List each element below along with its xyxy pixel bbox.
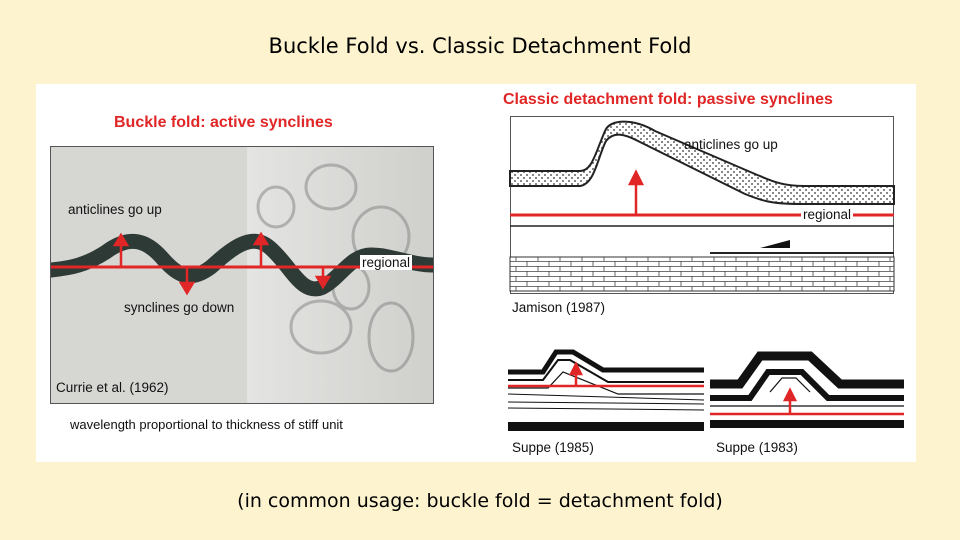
left-synclines-label: synclines go down: [124, 300, 235, 315]
left-note: wavelength proportional to thickness of …: [70, 417, 343, 432]
detachment-fold-diagram: [509, 116, 895, 294]
suppe-1983-diagram: [710, 344, 904, 434]
left-regional-label: regional: [360, 255, 413, 270]
left-anticlines-label: anticlines go up: [68, 202, 162, 217]
right-regional-label: regional: [801, 207, 854, 222]
detachment-fold-heading: Classic detachment fold: passive synclin…: [503, 91, 833, 108]
right-credit-bottom-left: Suppe (1985): [512, 440, 594, 455]
suppe-1985-diagram: [507, 342, 705, 434]
slide-caption: (in common usage: buckle fold = detachme…: [237, 490, 723, 512]
slide-title: Buckle Fold vs. Classic Detachment Fold: [268, 34, 692, 58]
right-credit-top: Jamison (1987): [512, 300, 606, 315]
buckle-fold-heading: Buckle fold: active synclines: [114, 114, 333, 131]
right-credit-bottom-right: Suppe (1983): [716, 440, 798, 455]
left-credit: Currie et al. (1962): [56, 380, 169, 395]
buckle-fold-photo: [50, 146, 434, 404]
right-anticlines-label: anticlines go up: [684, 137, 778, 152]
